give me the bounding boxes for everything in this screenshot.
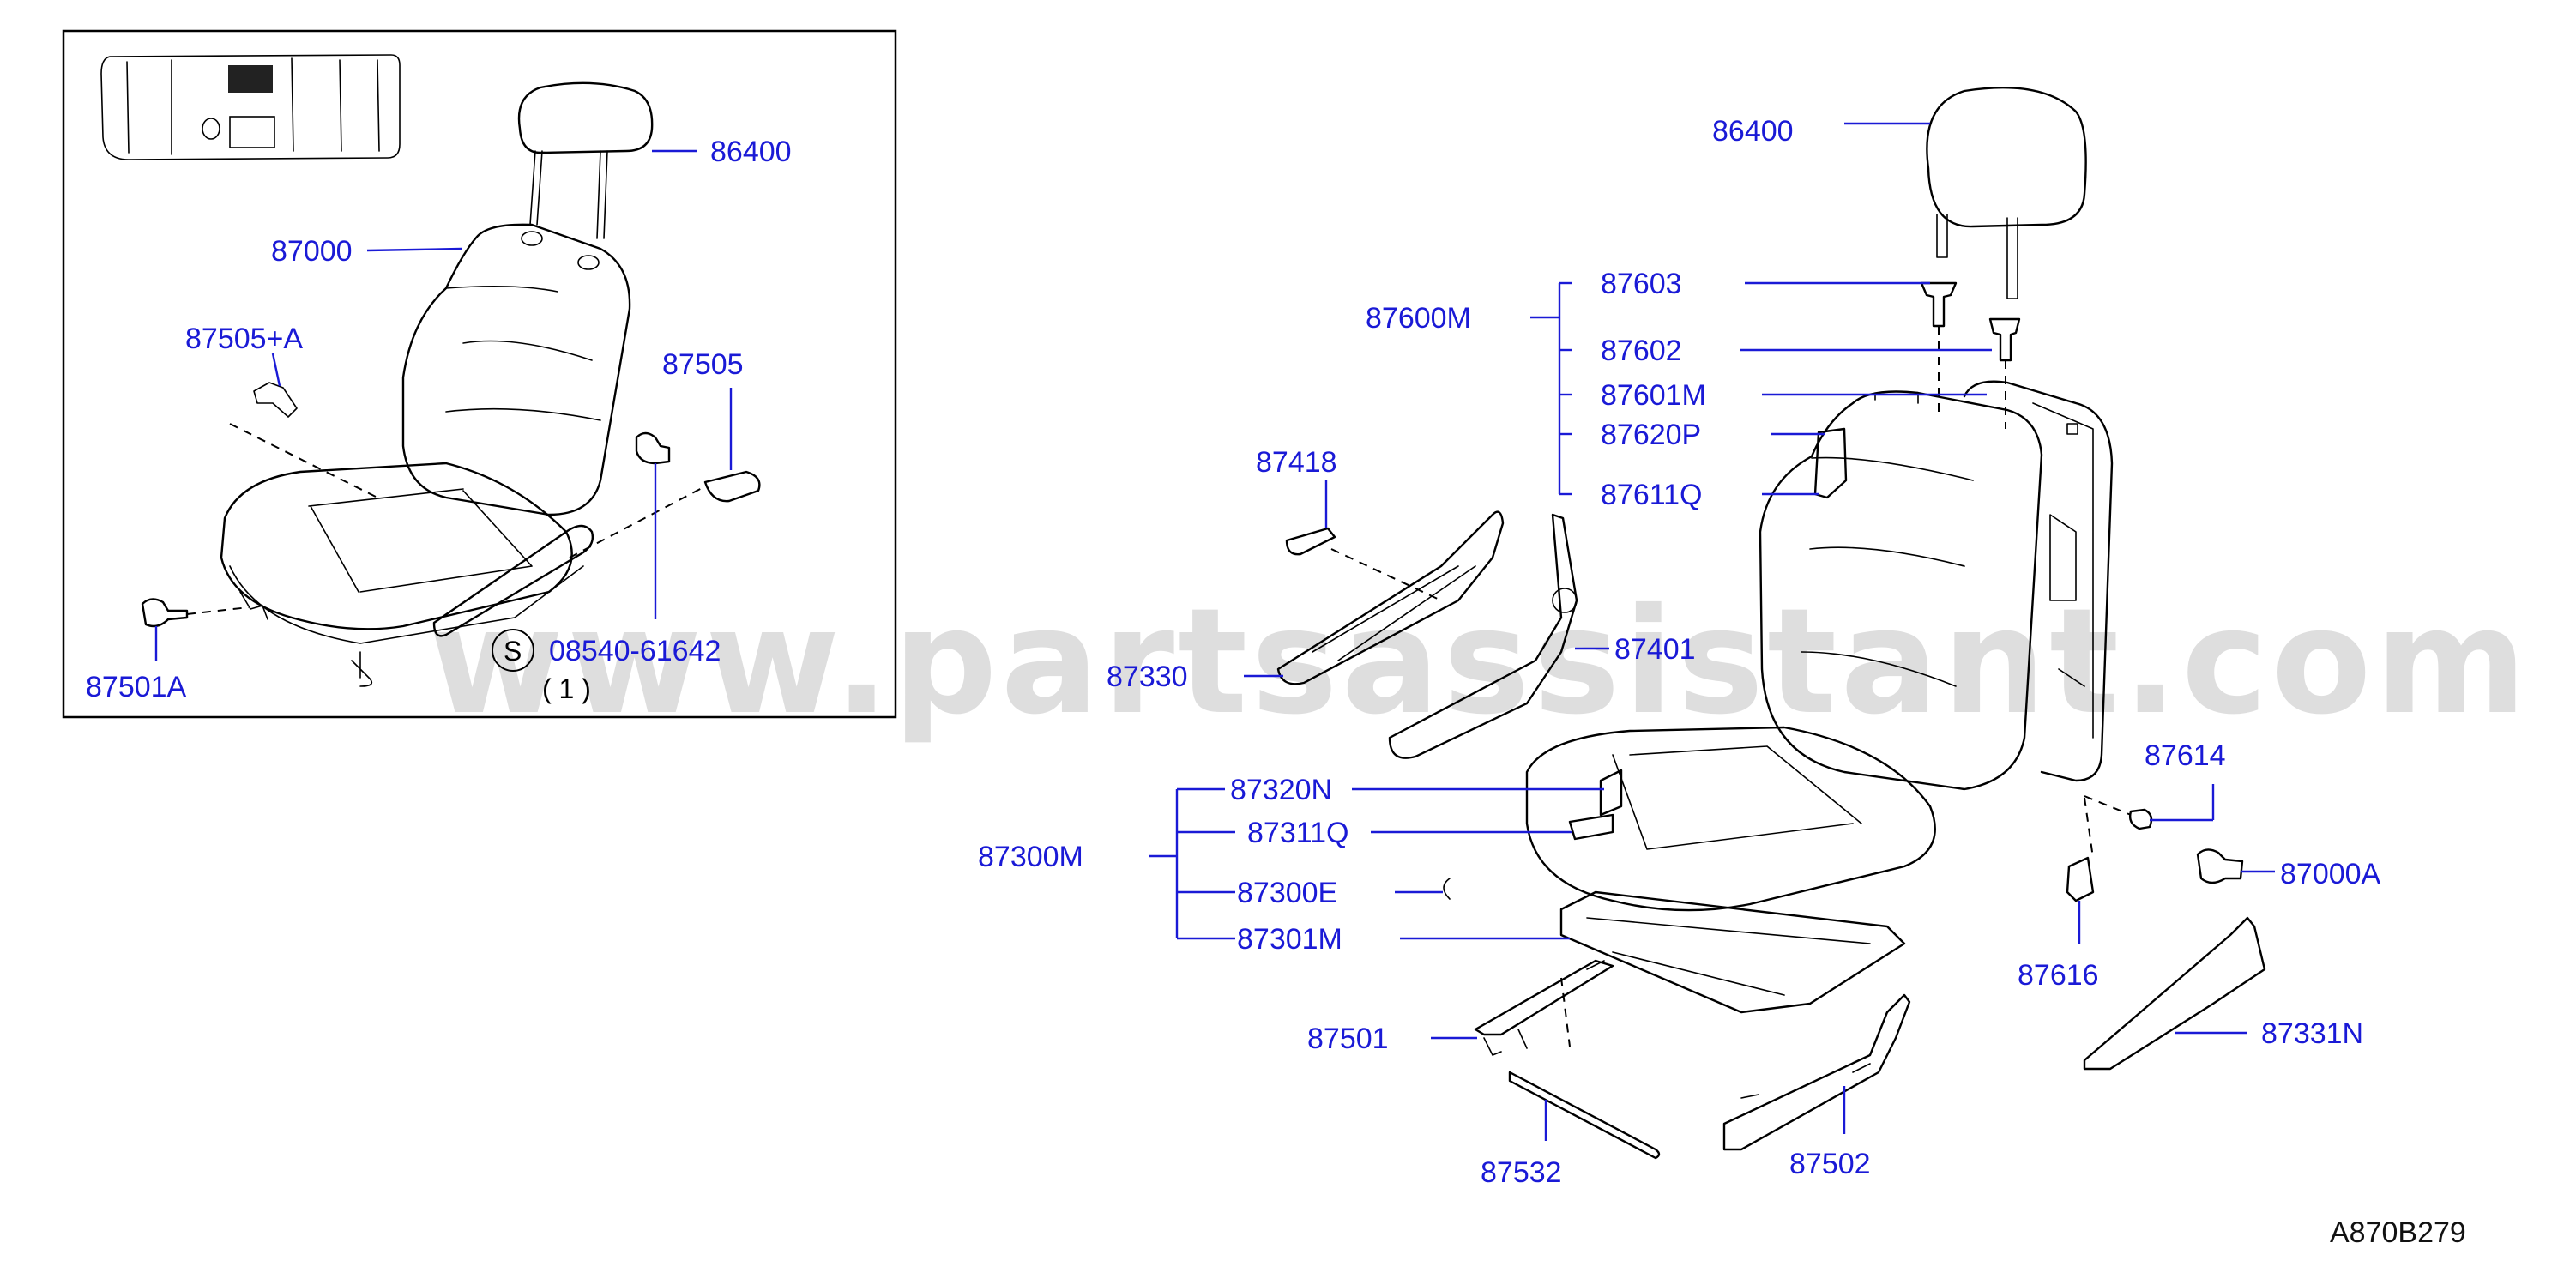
label-87000A: 87000A [2280, 858, 2381, 890]
track-87502-drawing [1722, 993, 1911, 1151]
inset-label-lever-a: 87505+A [185, 323, 303, 355]
cover-87331N-drawing [2083, 916, 2266, 1071]
cover-87418-drawing [1285, 527, 1336, 556]
inset-label-headrest: 86400 [710, 136, 792, 168]
label-87418: 87418 [1256, 446, 1337, 479]
clip-87602 [1988, 317, 2021, 362]
main-leaders [1149, 122, 2275, 1141]
inset-panel: 86400 87000 87505+A 87505 87501A S 08540… [62, 29, 897, 719]
inset-leaders [154, 149, 733, 661]
bolt-87000A-drawing [2196, 848, 2244, 884]
label-87611Q: 87611Q [1601, 479, 1702, 511]
label-headrest: 86400 [1712, 115, 1794, 148]
main-exploded-view: 86400 87600M 87603 87602 87601M 87620P 8… [978, 87, 2381, 1189]
label-87601M: 87601M [1601, 379, 1706, 412]
label-87603: 87603 [1601, 268, 1682, 300]
watermark: www.partsassistant.com [429, 577, 2531, 747]
rod-87532-drawing [1508, 1071, 1661, 1160]
track-87501-drawing [1474, 959, 1614, 1056]
inset-label-seat: 87000 [271, 235, 353, 268]
inset-label-lever: 87505 [662, 348, 744, 381]
label-back-group: 87600M [1366, 302, 1471, 335]
label-87320N: 87320N [1230, 774, 1332, 806]
cover-87616-drawing [2066, 856, 2095, 902]
label-87616: 87616 [2018, 959, 2099, 992]
label-87300E: 87300E [1237, 877, 1337, 909]
screw-symbol: S [492, 629, 534, 672]
seat-cushion-drawing [1443, 726, 1936, 1014]
svg-text:S: S [504, 636, 522, 667]
label-87330: 87330 [1107, 661, 1188, 693]
inset-screw-qty: ( 1 ) [542, 673, 591, 704]
label-87502: 87502 [1789, 1148, 1871, 1180]
label-87532: 87532 [1481, 1156, 1562, 1189]
label-87602: 87602 [1601, 335, 1682, 367]
vehicle-location-icon [100, 54, 401, 160]
label-cushion-group: 87300M [978, 841, 1083, 873]
label-87620P: 87620P [1601, 419, 1701, 451]
recliner-plate-87330-drawing [1276, 510, 1505, 685]
headrest-drawing [1926, 87, 2087, 299]
clip-87603 [1920, 281, 1958, 328]
inset-label-bolt: 87501A [86, 671, 187, 703]
label-87331N: 87331N [2261, 1017, 2363, 1050]
inset-headrest-drawing [517, 81, 654, 239]
inset-label-screw: 08540-61642 [549, 635, 721, 667]
label-87301M: 87301M [1237, 923, 1342, 956]
label-87401: 87401 [1614, 633, 1696, 666]
inset-seat-drawing [141, 223, 761, 687]
label-87501: 87501 [1307, 1023, 1389, 1055]
hinge-plate-87401-drawing [1388, 513, 1578, 759]
seat-back-drawing [1759, 380, 2114, 791]
label-87311Q: 87311Q [1247, 817, 1348, 849]
label-87614: 87614 [2145, 739, 2226, 772]
diagram-id: A870B279 [2330, 1216, 2466, 1249]
cap-87614-drawing [2128, 808, 2153, 830]
